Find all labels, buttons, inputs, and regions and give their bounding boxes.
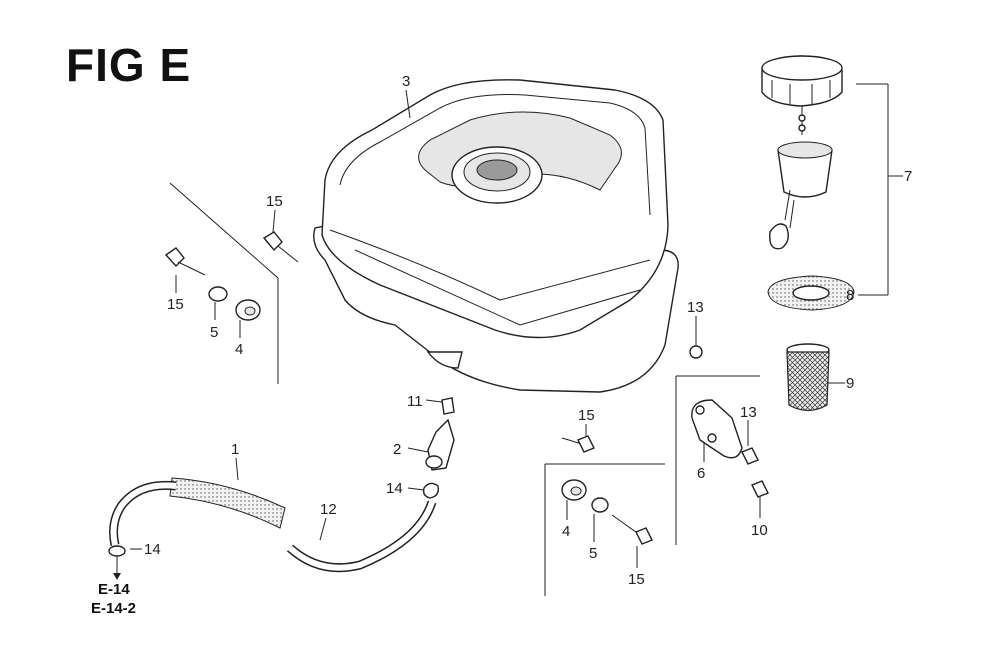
callout-1: 1 (231, 441, 239, 458)
fuel-cap (761, 55, 855, 311)
leader-lines (130, 83, 903, 568)
callout-15: 15 (628, 571, 645, 588)
callout-14: 14 (386, 480, 403, 497)
figure-title: FIG E (66, 39, 192, 91)
callout-10: 10 (751, 522, 768, 539)
fuel-tank (313, 79, 679, 393)
callout-15: 15 (266, 193, 283, 210)
callout-6: 6 (697, 465, 705, 482)
callout-4: 4 (235, 341, 243, 358)
callout-13: 13 (740, 404, 757, 421)
fuel-valve (422, 397, 455, 499)
fuel-tubes (108, 477, 437, 580)
left-mount-kit (164, 182, 299, 384)
right-mount-kit (544, 435, 665, 596)
callout-14: 14 (144, 541, 161, 558)
callout-5: 5 (210, 324, 218, 341)
fuel-strainer (786, 343, 830, 412)
callout-5: 5 (589, 545, 597, 562)
callout-7: 7 (904, 168, 912, 185)
callout-12: 12 (320, 501, 337, 518)
callout-3: 3 (402, 73, 410, 90)
callout-4: 4 (562, 523, 570, 540)
callout-9: 9 (846, 375, 854, 392)
callout-13: 13 (687, 299, 704, 316)
callout-2: 2 (393, 441, 401, 458)
callout-11: 11 (407, 393, 423, 410)
reference-e-14-2[interactable]: E-14-2 (91, 600, 136, 617)
callout-8: 8 (846, 287, 854, 304)
callout-15: 15 (578, 407, 595, 424)
callout-15: 15 (167, 296, 184, 313)
bracket-frame-line (675, 375, 760, 545)
cross-references: E-14 E-14-2 (91, 581, 136, 617)
reference-e-14[interactable]: E-14 (98, 581, 130, 598)
callout-labels: 3 7 8 9 13 13 6 10 11 2 14 1 12 14 15 15… (144, 73, 912, 588)
